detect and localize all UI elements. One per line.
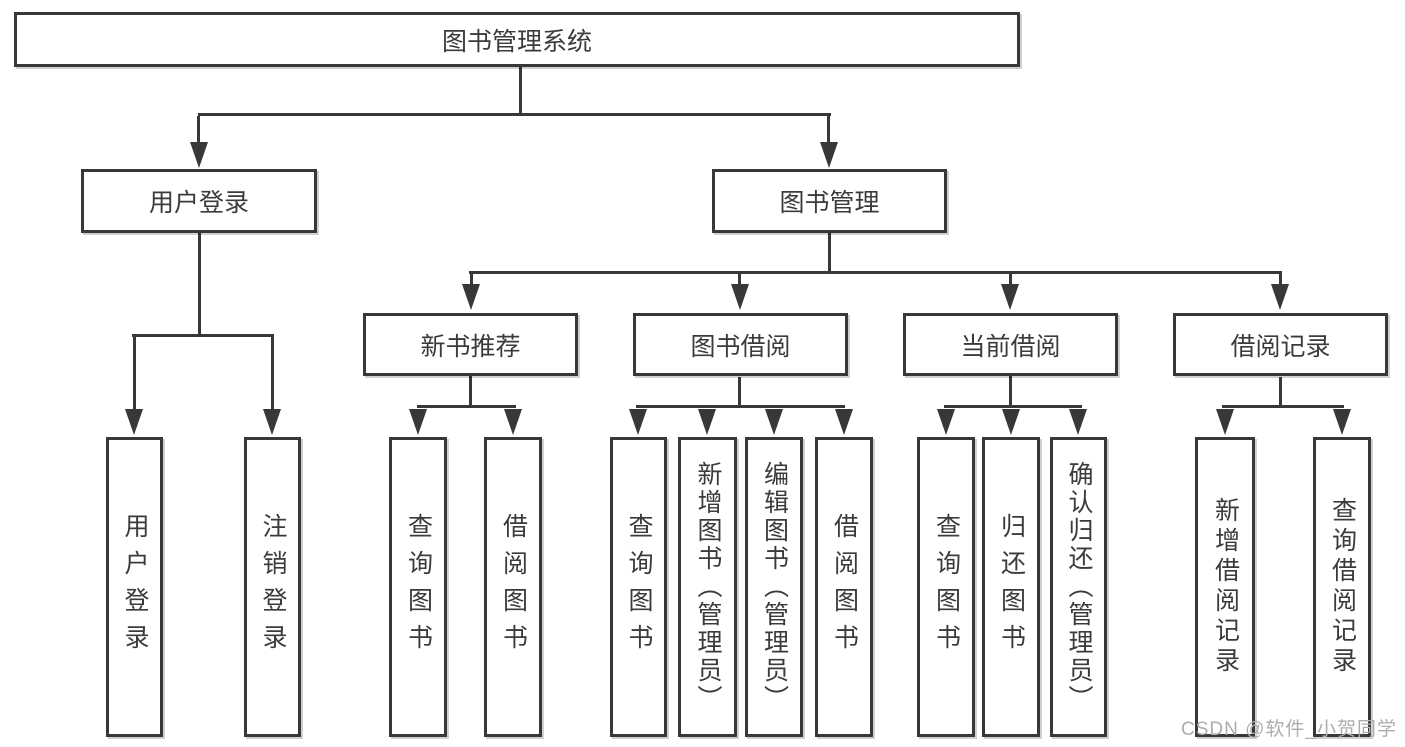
arrowhead-down-icon — [937, 409, 955, 435]
leaf-query-books-current-label: 查询图书 — [932, 513, 961, 661]
arrowhead-down-icon — [504, 409, 522, 435]
leaf-confirm-return-admin: 确认归还（管理员） — [1050, 437, 1107, 737]
arrowhead-down-icon — [835, 409, 853, 435]
connector-line — [132, 334, 274, 337]
leaf-user-login-label: 用户登录 — [121, 513, 149, 661]
node-book-management: 图书管理 — [712, 169, 947, 233]
connector-line — [738, 274, 741, 286]
leaf-add-book-admin-label: 新增图书（管理员） — [694, 461, 722, 713]
arrowhead-down-icon — [190, 142, 208, 168]
arrowhead-down-icon — [409, 409, 427, 435]
node-current-borrow-label: 当前借阅 — [960, 332, 1061, 361]
leaf-logout: 注销登录 — [244, 437, 301, 737]
arrowhead-down-icon — [1271, 284, 1289, 310]
leaf-query-books-recommend: 查询图书 — [389, 437, 447, 737]
node-book-borrow-label: 图书借阅 — [690, 332, 791, 361]
leaf-borrow-books-recommend-label: 借阅图书 — [499, 513, 528, 661]
connector-line — [827, 116, 830, 144]
leaf-user-login: 用户登录 — [106, 437, 163, 737]
leaf-query-borrow-record: 查询借阅记录 — [1313, 437, 1371, 737]
leaf-borrow-books-recommend: 借阅图书 — [484, 437, 542, 737]
node-current-borrow: 当前借阅 — [903, 313, 1118, 376]
connector-line — [1279, 377, 1282, 408]
leaf-add-borrow-record: 新增借阅记录 — [1195, 437, 1255, 737]
connector-line — [469, 376, 472, 408]
leaf-query-borrow-record-label: 查询借阅记录 — [1328, 497, 1357, 677]
connector-line — [636, 405, 845, 408]
arrowhead-down-icon — [629, 409, 647, 435]
connector-line — [1279, 274, 1282, 286]
leaf-query-books-borrow-label: 查询图书 — [625, 513, 653, 661]
arrowhead-down-icon — [765, 409, 783, 435]
leaf-edit-book-admin-label: 编辑图书（管理员） — [760, 461, 789, 713]
leaf-edit-book-admin: 编辑图书（管理员） — [745, 437, 803, 737]
leaf-add-borrow-record-label: 新增借阅记录 — [1211, 497, 1240, 677]
leaf-add-book-admin: 新增图书（管理员） — [678, 437, 737, 737]
connector-line — [271, 337, 274, 410]
connector-line — [519, 67, 522, 115]
node-new-book-recommend-label: 新书推荐 — [420, 332, 521, 361]
arrowhead-down-icon — [1001, 284, 1019, 310]
arrowhead-down-icon — [263, 409, 281, 435]
connector-line — [469, 271, 1282, 274]
connector-line — [738, 377, 741, 408]
leaf-return-books: 归还图书 — [982, 437, 1040, 737]
connector-line — [417, 405, 516, 408]
node-root-label: 图书管理系统 — [441, 27, 592, 56]
arrowhead-down-icon — [731, 284, 749, 310]
node-book-management-label: 图书管理 — [779, 189, 880, 217]
arrowhead-down-icon — [1002, 409, 1020, 435]
connector-line — [470, 274, 473, 286]
arrowhead-down-icon — [125, 409, 143, 435]
arrowhead-down-icon — [1333, 409, 1351, 435]
leaf-confirm-return-admin-label: 确认归还（管理员） — [1065, 461, 1093, 713]
connector-line — [133, 337, 136, 410]
node-root: 图书管理系统 — [14, 12, 1020, 67]
leaf-borrow-books-label: 借阅图书 — [830, 513, 859, 661]
connector-line — [198, 233, 201, 337]
node-book-borrow: 图书借阅 — [633, 313, 848, 376]
connector-line — [197, 116, 200, 144]
watermark: CSDN @软件_小贺同学 — [1181, 719, 1397, 740]
node-borrow-records: 借阅记录 — [1173, 313, 1388, 376]
leaf-logout-label: 注销登录 — [259, 513, 287, 661]
arrowhead-down-icon — [1216, 409, 1234, 435]
connector-line — [828, 233, 831, 274]
leaf-query-books-recommend-label: 查询图书 — [404, 513, 433, 661]
connector-line — [1009, 375, 1012, 408]
arrowhead-down-icon — [698, 409, 716, 435]
connector-line — [1009, 274, 1012, 286]
arrowhead-down-icon — [820, 142, 838, 168]
arrowhead-down-icon — [462, 284, 480, 310]
leaf-query-books-current: 查询图书 — [917, 437, 975, 737]
connector-line — [944, 405, 1082, 408]
connector-line — [198, 113, 831, 116]
node-user-login-label: 用户登录 — [148, 189, 249, 217]
leaf-borrow-books: 借阅图书 — [815, 437, 873, 737]
connector-line — [1222, 405, 1344, 408]
leaf-query-books-borrow: 查询图书 — [610, 437, 667, 737]
node-borrow-records-label: 借阅记录 — [1230, 332, 1331, 361]
arrowhead-down-icon — [1069, 409, 1087, 435]
node-user-login: 用户登录 — [81, 169, 317, 233]
node-new-book-recommend: 新书推荐 — [363, 313, 578, 376]
leaf-return-books-label: 归还图书 — [997, 513, 1026, 661]
